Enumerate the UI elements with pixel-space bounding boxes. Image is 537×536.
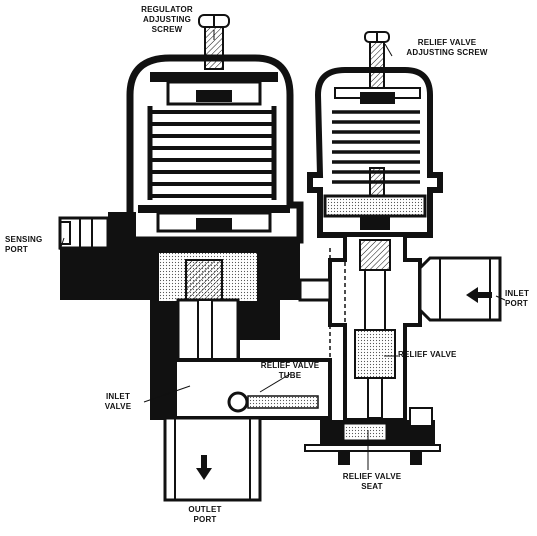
outlet-flow-arrow — [196, 468, 212, 480]
sensing-port-fitting — [58, 216, 110, 250]
label-relief-valve-tube: RELIEF VALVE TUBE — [260, 361, 320, 380]
inlet-flow-arrow — [466, 287, 478, 303]
cross-passage — [298, 278, 332, 302]
relief-valve-diaphragm — [323, 194, 427, 230]
relief-valve-spring-cap — [334, 87, 421, 104]
regulator-spring — [147, 106, 277, 200]
regulator-diaphragm — [138, 205, 290, 233]
outlet-port-fitting — [163, 416, 262, 502]
outlet-chamber — [173, 358, 332, 420]
relief-valve-adjusting-screw — [364, 31, 390, 89]
label-inlet-valve: INLET VALVE — [104, 392, 132, 411]
label-regulator-adjusting-screw: REGULATOR ADJUSTING SCREW — [141, 5, 193, 34]
label-relief-valve: RELIEF VALVE — [398, 350, 457, 359]
relief-valve-spring — [332, 110, 420, 197]
inlet-port-fitting — [418, 256, 502, 322]
label-relief-valve-seat: RELIEF VALVE SEAT — [342, 472, 402, 491]
relief-valve-poppet — [354, 329, 396, 379]
regulator-spring-cap — [150, 72, 278, 106]
label-relief-valve-adjusting-screw: RELIEF VALVE ADJUSTING SCREW — [406, 38, 488, 57]
label-sensing-port: SENSING PORT — [5, 235, 43, 254]
relief-valve-seat-assembly — [304, 407, 441, 465]
sensing-port-boss — [108, 212, 136, 244]
relief-valve-body — [328, 233, 422, 422]
label-inlet-port: INLET PORT — [505, 289, 530, 308]
leader-lines — [59, 30, 506, 470]
label-outlet-port: OUTLET PORT — [188, 505, 222, 524]
relief-valve-tube — [329, 248, 346, 390]
regulator-adjusting-screw — [198, 14, 230, 70]
